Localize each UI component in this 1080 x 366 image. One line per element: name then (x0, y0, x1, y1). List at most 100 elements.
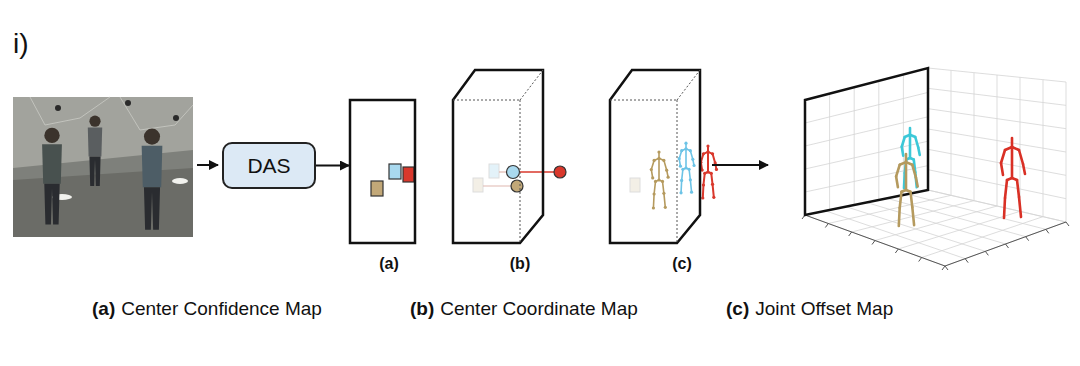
panel-border (350, 100, 415, 243)
center-square (403, 167, 414, 182)
center-confidence-art (371, 164, 414, 196)
skeleton-joint (662, 192, 665, 195)
center-point (554, 166, 566, 178)
grid-line (903, 74, 904, 195)
skeleton-bone (703, 173, 704, 185)
skeleton-joint (684, 166, 687, 169)
skeleton-bone (905, 162, 908, 190)
person-body (142, 146, 163, 187)
skeleton-bone (713, 184, 714, 197)
skeleton-bone (909, 135, 912, 158)
skeleton-bone (654, 181, 655, 194)
figure-number: i) (13, 28, 29, 60)
panel-outline (453, 70, 543, 245)
axis-tick (965, 259, 968, 263)
skeleton-joint (653, 192, 656, 195)
skeleton-joint (661, 180, 664, 183)
photo-light (172, 178, 188, 184)
skeleton-bone (682, 169, 683, 180)
photo-camera (55, 105, 61, 111)
skeleton-joint (690, 191, 693, 194)
skeleton-bone (900, 192, 902, 208)
skeleton-bone (1001, 150, 1005, 163)
photo-person (42, 128, 62, 225)
skeleton-joint (667, 176, 670, 179)
skeleton-joint (662, 159, 665, 162)
skeleton-joint (702, 152, 705, 155)
skeleton-joint (710, 172, 713, 175)
skeleton-joint (651, 176, 654, 179)
map-panel: (c) (610, 70, 700, 275)
skeleton-joint (665, 169, 668, 172)
skeleton-bone (664, 193, 665, 207)
grid-line (928, 149, 1066, 175)
panel-border (453, 70, 543, 243)
person-head (144, 129, 160, 145)
skeleton-bone (915, 137, 918, 148)
pose-skeleton (1001, 138, 1025, 218)
person-body (42, 144, 62, 184)
skeleton-joint (706, 150, 709, 153)
person-body (88, 128, 102, 157)
hidden-edge (520, 100, 521, 243)
skeleton-joint (680, 179, 683, 182)
skeleton-bone (902, 137, 905, 147)
grid-line (1043, 80, 1044, 217)
axis-tick (1006, 244, 1009, 248)
faded-square (489, 164, 499, 178)
photo-floor (13, 168, 193, 237)
axis-tick (1066, 222, 1069, 226)
flow-arrow (197, 164, 218, 166)
skeleton-joint (688, 168, 691, 171)
center-point (511, 180, 523, 192)
skeleton-joint (689, 178, 692, 181)
grid-line (829, 94, 830, 210)
grid-line (928, 129, 1066, 152)
panel-label: (c) (672, 255, 692, 273)
map-panel: (b) (453, 70, 543, 275)
caption-line: (b) Center Coordinate Map (410, 298, 638, 320)
caption-key: (a) (92, 298, 115, 320)
skeleton-bone (1011, 147, 1014, 178)
box-label: DAS (247, 154, 290, 178)
grid-line (854, 87, 855, 205)
grid-line (805, 92, 928, 123)
skeleton-joint (701, 196, 704, 199)
caption-key: (c) (726, 298, 749, 320)
pose-skeleton (902, 128, 920, 188)
skeleton-bone (653, 194, 655, 208)
panel-outline (350, 100, 415, 245)
skeleton-bone (711, 173, 712, 184)
skeleton-bone (680, 180, 682, 192)
grid-line (867, 203, 1006, 245)
hidden-edge (677, 100, 678, 243)
skeleton-joint (691, 158, 694, 161)
skeleton-joint (703, 172, 706, 175)
pose-skeleton (678, 142, 696, 195)
caption-key: (b) (410, 298, 434, 320)
skeleton-bone (1019, 197, 1021, 217)
person-head (44, 128, 59, 143)
skeleton-bone (1005, 180, 1007, 198)
caption-text: Joint Offset Map (755, 298, 893, 320)
caption-text: Center Coordinate Map (440, 298, 638, 320)
skeleton-bone (1023, 164, 1025, 174)
axis-tick (919, 258, 922, 262)
skeleton-joint (679, 165, 682, 168)
grid-line (928, 170, 1066, 199)
skeleton-bone (690, 180, 691, 192)
grid-line (1020, 77, 1021, 211)
process-box: DAS (222, 142, 316, 189)
skeleton-joint (706, 144, 709, 147)
skeleton-joint (689, 149, 692, 152)
caption-text: Center Confidence Map (121, 298, 322, 320)
skeleton-bone (896, 165, 900, 177)
skeleton-bone (702, 185, 705, 198)
skeleton-joint (657, 178, 660, 181)
map-panel: (a) (350, 100, 415, 275)
skeleton-bone (912, 165, 916, 178)
skeleton-bone (1019, 150, 1023, 164)
hidden-edge (610, 100, 677, 101)
skeleton-joint (679, 191, 682, 194)
